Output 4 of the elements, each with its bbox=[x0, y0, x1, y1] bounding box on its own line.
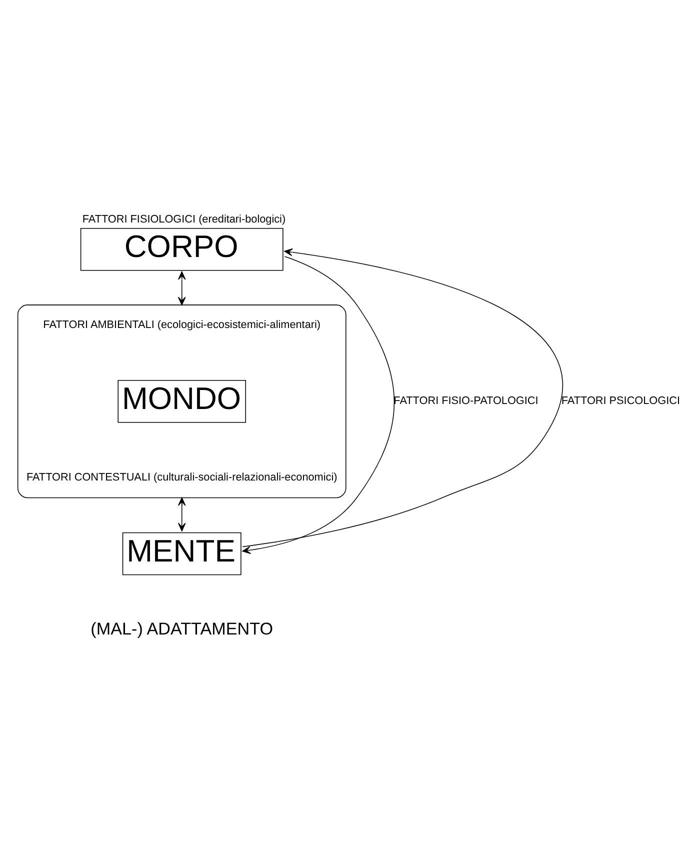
edge-label: FATTORI PSICOLOGICI bbox=[561, 394, 680, 407]
node-label: (MAL-) ADATTAMENTO bbox=[90, 618, 274, 638]
node-label: FATTORI FISIOLOGICI (ereditari-bologici) bbox=[82, 212, 286, 225]
edge-label: FATTORI FISIO-PATOLOGICI bbox=[394, 394, 538, 407]
